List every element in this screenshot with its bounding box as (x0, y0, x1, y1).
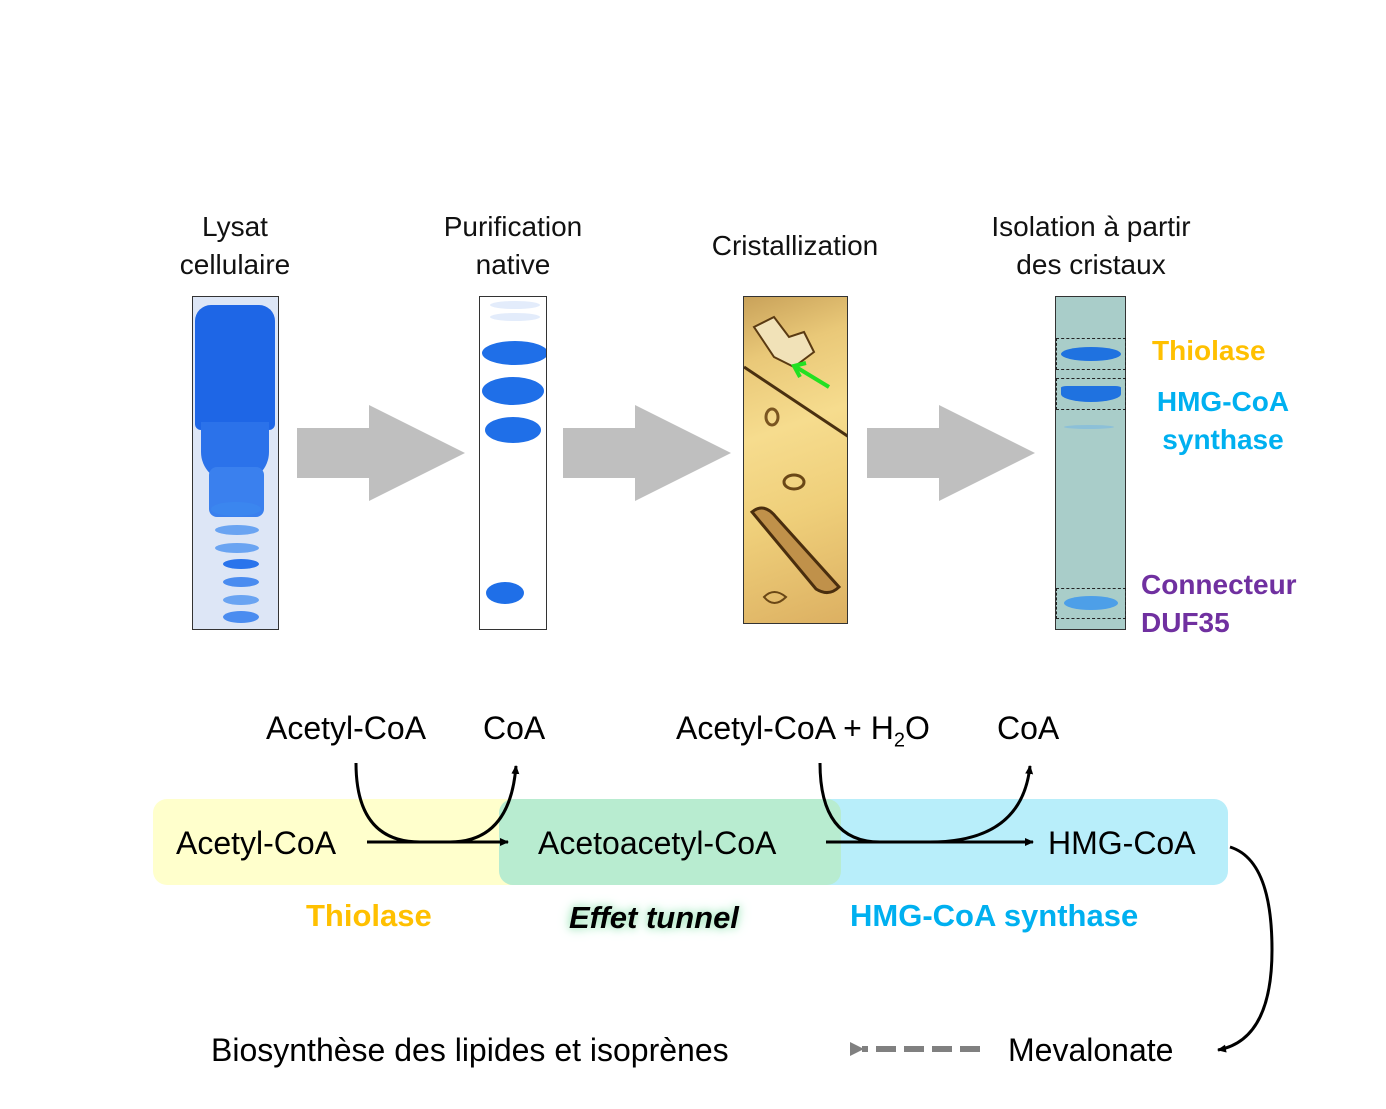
cosubstrate-acetyl-coa-water: Acetyl-CoA + H2O (676, 708, 930, 760)
enzyme-label-tunnel: Effet tunnel (569, 900, 739, 935)
label-thiolase: Thiolase (1152, 335, 1266, 366)
gel-lane-purification (479, 296, 547, 630)
step-title-line: Lysat (202, 211, 268, 242)
label-line: synthase (1162, 424, 1284, 455)
step-title-line: cellulaire (179, 249, 291, 280)
gel-band-faint (1064, 425, 1114, 429)
step-title-isolation: Isolation à partir des cristaux (960, 208, 1222, 284)
crystal-small (762, 591, 788, 604)
crystal-rod (749, 506, 842, 594)
green-pointer-arrow-icon (791, 361, 831, 389)
gel-band-hmgcs (1061, 386, 1121, 402)
gel-lane-lysate (192, 296, 279, 630)
gel-band (486, 582, 524, 604)
gel-band-faint (490, 301, 540, 309)
cosubstrate-suffix: O (904, 710, 930, 746)
step-title-line: native (475, 249, 551, 280)
step-title-line: Purification (443, 211, 583, 242)
crystal-small (782, 473, 806, 491)
coproduct-coa-1: CoA (483, 710, 546, 746)
metabolite-hmg-coa: HMG-CoA (1048, 825, 1196, 861)
metabolite-acetyl-coa: Acetyl-CoA (176, 825, 337, 861)
enzyme-label-hmgcs: HMG-CoA synthase (850, 898, 1139, 933)
gel-band (223, 595, 259, 605)
flow-arrow-2 (563, 405, 731, 501)
gel-band-faint (490, 313, 540, 321)
crystal-shapes (744, 315, 847, 604)
gel-band (482, 341, 546, 365)
coproduct-coa-2: CoA (997, 710, 1060, 746)
crystal-photo (743, 296, 848, 624)
label-connector: Connecteur DUF35 (1141, 566, 1297, 642)
step-title-line: Isolation à partir (991, 211, 1191, 242)
label-line: Connecteur (1141, 569, 1297, 600)
gel-band (215, 525, 259, 535)
flow-arrow-shape (563, 405, 731, 501)
gel-band (482, 377, 544, 405)
gel-band-thiolase (1061, 347, 1121, 361)
flow-arrow-shape (867, 405, 1035, 501)
metabolite-mevalonate: Mevalonate (1008, 1032, 1174, 1068)
crystal-small (764, 407, 780, 427)
enzyme-box-tunnel (499, 799, 841, 885)
gel-band (485, 417, 541, 443)
label-line: DUF35 (1141, 607, 1230, 638)
flow-arrow-shape (297, 405, 465, 501)
metabolite-lipids: Biosynthèse des lipides et isoprènes (211, 1032, 729, 1068)
gel-band (215, 543, 259, 553)
band-highlight-thiolase (1056, 338, 1126, 370)
band-highlight-hmgcs (1056, 378, 1126, 410)
step-title-line: Cristallization (711, 230, 879, 261)
smear-top (195, 305, 275, 430)
crystal-cluster (752, 315, 816, 369)
gel-band (223, 611, 259, 623)
step-title-crystallization: Cristallization (680, 227, 910, 265)
gel-lane-isolation (1055, 296, 1126, 630)
metabolite-acetoacetyl-coa: Acetoacetyl-CoA (538, 825, 777, 861)
flow-arrow-1 (297, 405, 465, 501)
gel-band (223, 577, 259, 587)
gel-band (211, 502, 261, 516)
cosubstrate-text: Acetyl-CoA + H (676, 710, 894, 746)
gel-band (223, 559, 259, 569)
step-title-purification: Purification native (413, 208, 613, 284)
band-highlight-connector (1056, 588, 1126, 619)
enzyme-label-thiolase: Thiolase (306, 898, 432, 933)
label-hmgcs: HMG-CoA synthase (1148, 383, 1298, 459)
subscript: 2 (893, 729, 905, 752)
step-title-lysate: Lysat cellulaire (135, 208, 335, 284)
gel-band-connector (1064, 596, 1118, 610)
crystal-edge (744, 365, 847, 438)
flow-arrow-3 (867, 405, 1035, 501)
step-title-line: des cristaux (1016, 249, 1166, 280)
cosubstrate-acetyl-coa-1: Acetyl-CoA (266, 710, 427, 746)
label-line: HMG-CoA (1156, 386, 1290, 417)
